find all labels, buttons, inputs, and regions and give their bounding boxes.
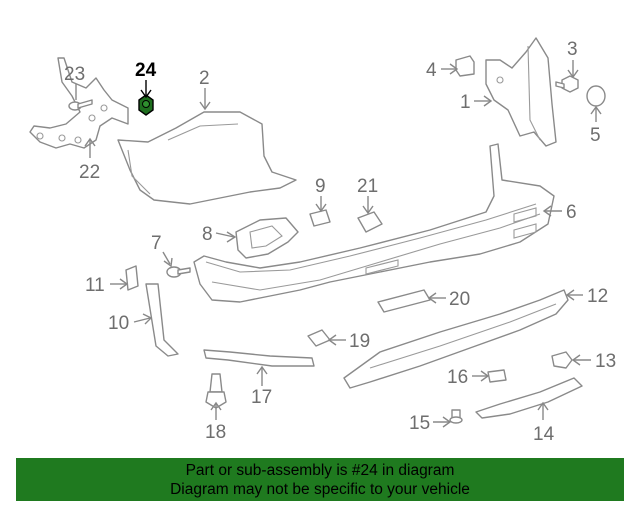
callout-7: 7 bbox=[151, 233, 162, 254]
callout-19: 19 bbox=[349, 331, 370, 352]
callout-18: 18 bbox=[205, 422, 226, 443]
callout-10: 10 bbox=[108, 313, 129, 334]
part-11-retainer bbox=[125, 265, 139, 291]
part-17-molding bbox=[203, 349, 315, 367]
part-23-bolt bbox=[68, 99, 93, 111]
callout-24: 24 bbox=[135, 60, 157, 81]
part-18-bolt bbox=[205, 373, 227, 409]
part-2-liner bbox=[117, 111, 297, 205]
leader-lines bbox=[75, 60, 602, 428]
callout-4: 4 bbox=[426, 60, 437, 81]
callout-13: 13 bbox=[595, 351, 616, 372]
banner-line-2: Diagram may not be specific to your vehi… bbox=[170, 481, 470, 498]
part-4-clip bbox=[455, 55, 475, 77]
callout-12: 12 bbox=[587, 286, 608, 307]
part-5-plug bbox=[586, 85, 606, 107]
callout-5: 5 bbox=[590, 125, 601, 146]
parts-diagram: 23 24 2 22 4 1 3 5 6 7 8 9 21 11 10 20 1… bbox=[29, 37, 616, 445]
part-14-molding bbox=[475, 377, 583, 419]
callout-11: 11 bbox=[85, 275, 105, 296]
callout-15: 15 bbox=[409, 413, 430, 434]
part-20-reflector bbox=[377, 289, 431, 313]
callout-9: 9 bbox=[315, 176, 326, 197]
banner-line-1: Part or sub-assembly is #24 in diagram bbox=[185, 462, 455, 479]
callout-22: 22 bbox=[79, 162, 100, 183]
callout-3: 3 bbox=[567, 39, 578, 60]
part-8-bracket bbox=[235, 217, 299, 259]
callout-8: 8 bbox=[202, 224, 213, 245]
part-12-valance bbox=[343, 289, 569, 389]
callouts: 23 24 2 22 4 1 3 5 6 7 8 9 21 11 10 20 1… bbox=[64, 39, 616, 445]
callout-17: 17 bbox=[251, 387, 272, 408]
part-15-screw bbox=[449, 409, 463, 424]
part-19-clip bbox=[307, 329, 331, 347]
callout-2: 2 bbox=[199, 68, 210, 89]
part-6-bumper-cover bbox=[193, 143, 555, 303]
callout-21: 21 bbox=[357, 176, 378, 197]
part-10-strip bbox=[145, 283, 179, 357]
part-1-bracket bbox=[485, 37, 557, 147]
part-7-pin bbox=[166, 266, 191, 278]
callout-1: 1 bbox=[460, 92, 471, 113]
info-banner: Part or sub-assembly is #24 in diagram D… bbox=[16, 458, 624, 501]
callout-23: 23 bbox=[64, 64, 85, 85]
callout-20: 20 bbox=[449, 289, 470, 310]
part-3-screw bbox=[555, 75, 579, 93]
callout-6: 6 bbox=[566, 202, 577, 223]
part-21-clip bbox=[357, 211, 383, 233]
callout-16: 16 bbox=[447, 367, 468, 388]
part-9-clip bbox=[309, 209, 331, 227]
callout-14: 14 bbox=[533, 424, 555, 445]
part-16-clip bbox=[487, 369, 507, 383]
part-13-connector bbox=[551, 351, 573, 369]
